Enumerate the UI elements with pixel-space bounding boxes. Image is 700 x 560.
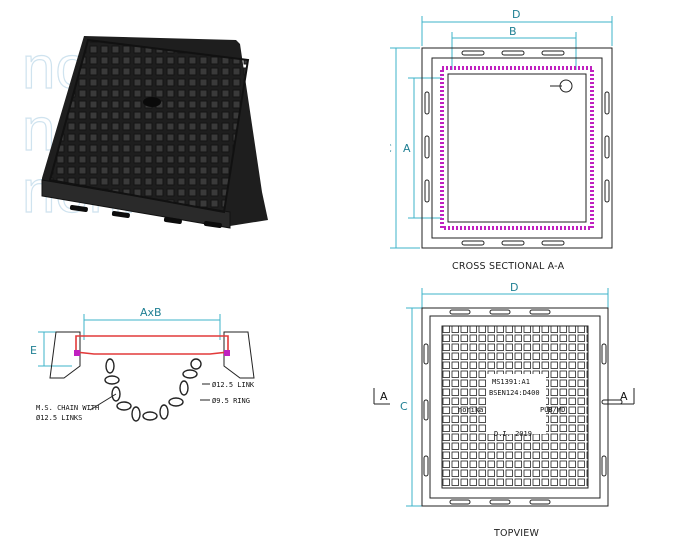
frame-left	[49, 331, 81, 379]
gasket-left	[74, 350, 80, 356]
chain	[104, 358, 202, 422]
frame-slots	[424, 50, 610, 246]
dim-a-label: A	[403, 142, 411, 155]
top-view-drawing: D C A A MS1391:A1 BSEN124:D400 norika PU…	[373, 281, 635, 507]
link-label: Ø12.5 LINK	[212, 381, 255, 389]
dim-d-label: D	[512, 8, 520, 21]
top-dim-d-label: D	[510, 281, 518, 294]
lifting-key-icon	[550, 79, 573, 93]
gasket	[440, 66, 594, 230]
marking-use: PUB/WD	[540, 406, 565, 414]
marking-brand: norika	[458, 406, 483, 414]
frame-slots	[423, 309, 623, 505]
marking-material-year: D.I. 2019	[494, 430, 532, 438]
gasket-right	[224, 350, 230, 356]
manhole-cover-photo: norika norika norika	[21, 33, 268, 229]
cross-section-drawing: D B C A	[390, 8, 613, 249]
dim-e-label: E	[30, 344, 37, 357]
ring-label: Ø9.5 RING	[212, 397, 250, 405]
cover-section	[75, 335, 229, 355]
section-marker-left: A	[380, 390, 388, 403]
chain-detail-drawing: AxB E Ø12.5 LINK Ø9.5 RING M.S. CHAIN WI…	[30, 306, 255, 422]
keyhole	[143, 97, 161, 107]
chain-label-line1: M.S. CHAIN WITH	[36, 404, 99, 412]
frame-right	[223, 331, 255, 379]
cover-top	[48, 38, 250, 214]
top-dim-c-label: C	[400, 400, 408, 413]
marking-class: BSEN124:D400	[489, 389, 540, 397]
dim-c-label: C	[390, 142, 392, 155]
top-view-caption: TOPVIEW	[494, 528, 540, 539]
marking-standard: MS1391:A1	[492, 378, 530, 386]
dim-axb-label: AxB	[140, 306, 162, 319]
dim-b-label: B	[509, 25, 517, 38]
frame-slots	[69, 205, 222, 228]
section-marker-right: A	[620, 390, 628, 403]
cross-section-caption: CROSS SECTIONAL A-A	[452, 261, 565, 272]
chain-label-line2: Ø12.5 LINKS	[36, 414, 82, 422]
marking-panel	[486, 374, 546, 434]
